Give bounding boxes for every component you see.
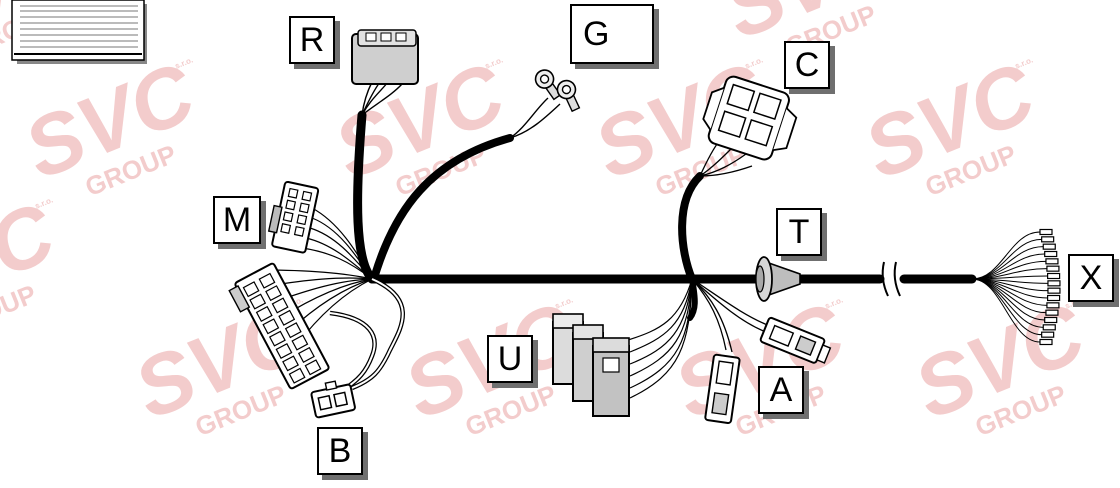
label-r: R	[289, 16, 335, 64]
connector-b	[310, 276, 405, 419]
connector-multipin-left	[228, 262, 373, 390]
terminal-pin	[1047, 294, 1061, 302]
loose-terminals-x	[971, 228, 1061, 346]
label-m: M	[213, 196, 261, 244]
terminal-pin	[1044, 316, 1058, 324]
connector-a	[691, 278, 832, 424]
connector-r	[351, 29, 419, 116]
terminal-pin	[1047, 287, 1061, 294]
terminal-wire	[971, 231, 1041, 280]
document-thumbnail	[11, 0, 147, 64]
label-c: C	[784, 41, 830, 89]
watermark-layer: SVCGROUPs.r.o.SVCGROUPs.r.o.SVCGROUPs.r.…	[0, 0, 1098, 442]
ground-eyelets-g	[509, 69, 581, 139]
connector-m	[267, 180, 373, 280]
terminal-wire	[971, 278, 1041, 343]
terminal-pin	[1042, 324, 1056, 331]
label-b: B	[317, 427, 363, 475]
label-g: G	[570, 4, 654, 64]
terminal-pin	[1042, 243, 1056, 250]
terminal-pin	[1041, 331, 1055, 338]
terminal-pin	[1047, 280, 1061, 287]
connector-c	[699, 75, 798, 177]
terminal-pin	[1045, 309, 1059, 316]
label-t: T	[776, 208, 822, 256]
terminal-pin	[1046, 302, 1060, 309]
terminal-wire	[971, 238, 1042, 280]
terminal-pin	[1045, 258, 1059, 265]
terminal-pin	[1039, 338, 1053, 346]
label-x: X	[1068, 254, 1114, 302]
terminal-pin	[1039, 228, 1053, 236]
watermark-group: GROUP	[0, 279, 40, 343]
label-u: U	[487, 335, 533, 383]
terminal-pin	[1046, 265, 1060, 272]
label-a: A	[758, 366, 804, 414]
terminal-pin	[1047, 272, 1061, 280]
connector-u	[552, 278, 693, 417]
terminal-pin	[1041, 236, 1055, 243]
grommet-t	[755, 256, 801, 302]
terminal-pin	[1044, 250, 1058, 258]
